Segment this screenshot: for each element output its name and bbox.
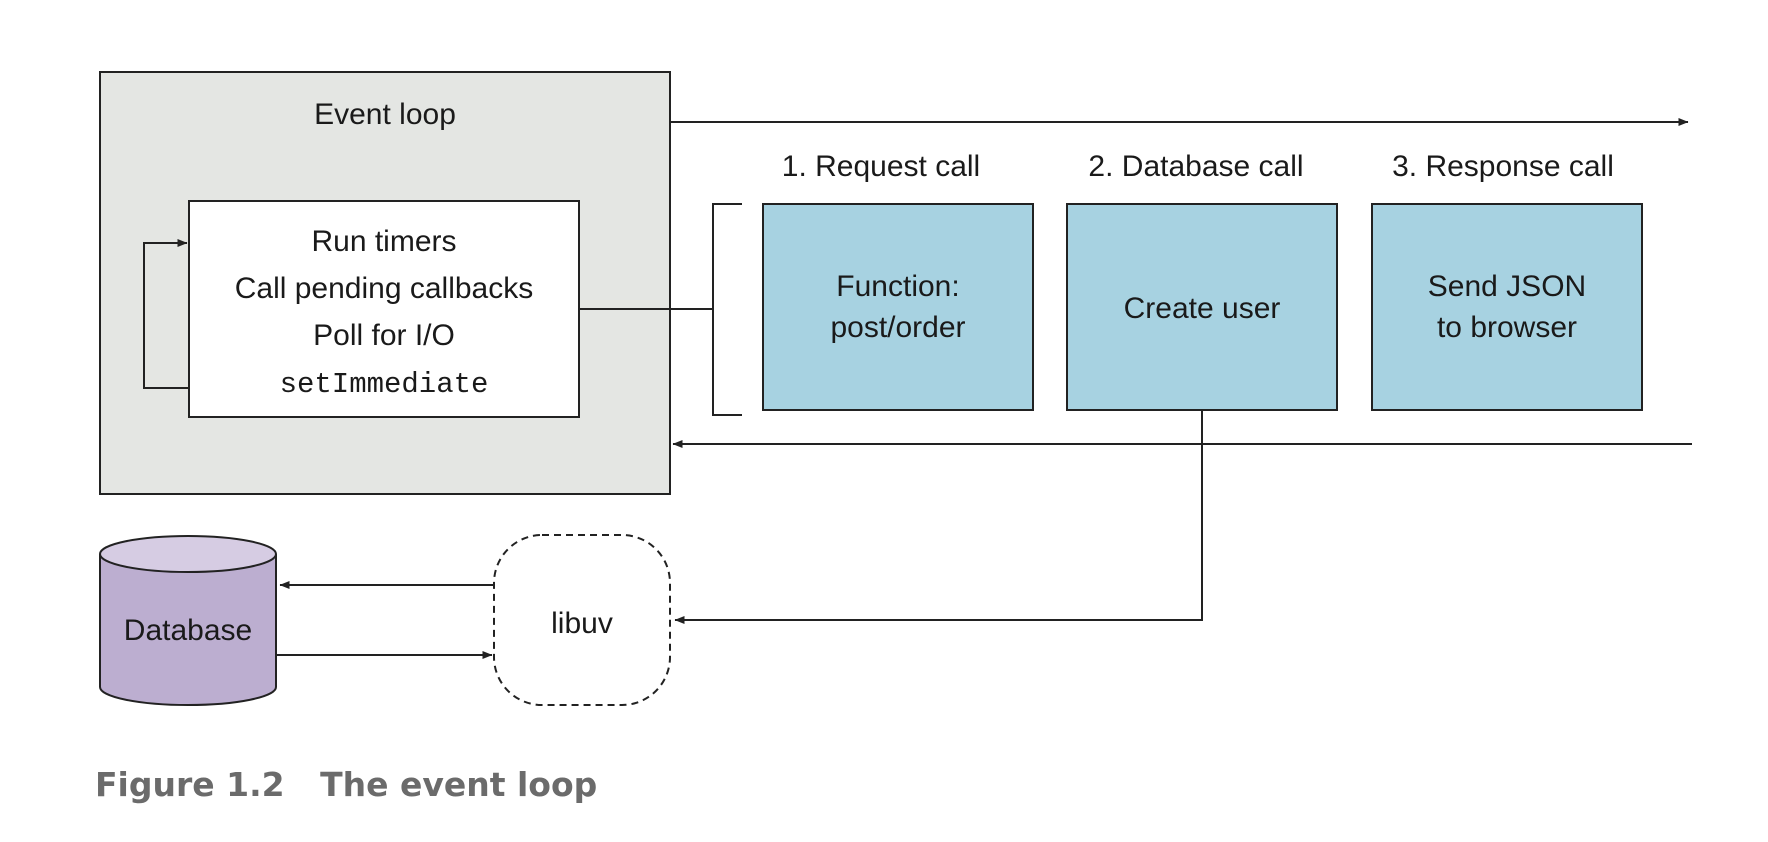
request-call-box: [762, 203, 1034, 411]
database-call-line-1: Create user: [1124, 292, 1281, 325]
database-call-box: [1066, 203, 1338, 411]
phase-set-immediate: setImmediate: [280, 368, 489, 401]
response-call-box: [1371, 203, 1643, 411]
phase-poll-io: Poll for I/O: [313, 319, 455, 352]
step-label-response: 3. Response call: [1392, 150, 1614, 183]
calls-bracket: [712, 203, 742, 416]
step-label-request: 1. Request call: [782, 150, 980, 183]
response-call-line-2: to browser: [1437, 311, 1577, 344]
event-loop-title: Event loop: [314, 98, 456, 131]
figure-caption: Figure 1.2 The event loop: [95, 765, 597, 804]
response-call-line-1: Send JSON: [1428, 270, 1586, 303]
libuv-label: libuv: [551, 607, 613, 640]
loop-back-arrow: [143, 239, 189, 389]
figure-number: Figure 1.2: [95, 765, 285, 804]
database-call-to-libuv-arrow: [674, 410, 1203, 624]
libuv-box: [493, 534, 671, 706]
step-label-database: 2. Database call: [1088, 150, 1303, 183]
database-label: Database: [124, 614, 252, 647]
request-call-line-1: Function:: [836, 270, 959, 303]
phase-run-timers: Run timers: [311, 225, 456, 258]
phase-pending-callbacks: Call pending callbacks: [235, 272, 534, 305]
request-call-line-2: post/order: [830, 311, 965, 344]
database-cylinder: [99, 535, 277, 706]
figure-title: The event loop: [320, 765, 597, 804]
phases-box: [188, 200, 580, 418]
